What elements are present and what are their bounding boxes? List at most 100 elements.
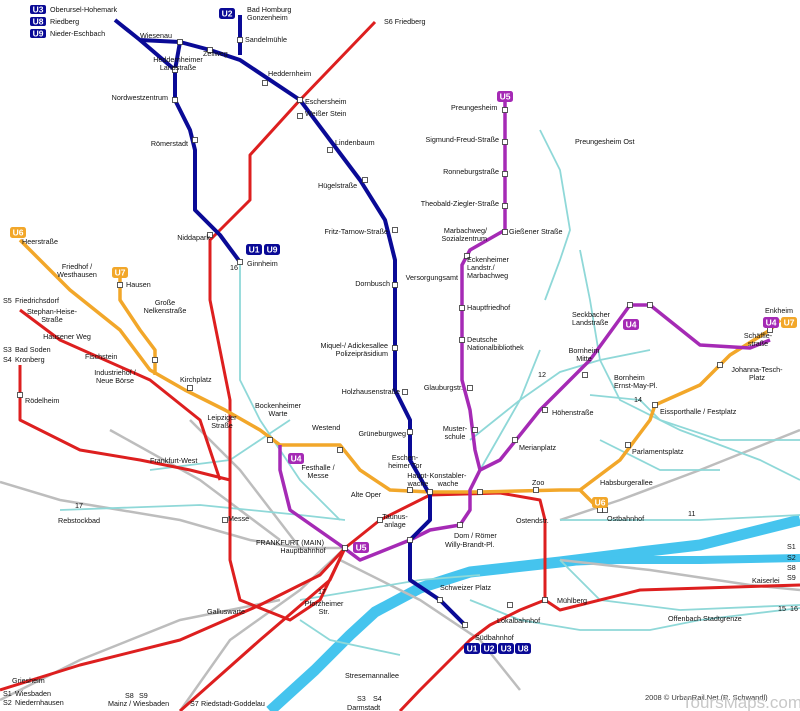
station-label: Hügelstraße — [318, 181, 357, 190]
station-label: Ostendstr. — [516, 516, 549, 525]
svg-text:U1: U1 — [467, 644, 478, 654]
station-marker — [464, 253, 470, 259]
station-label: Hausen — [126, 280, 151, 289]
station-label: Dom / Römer — [454, 531, 497, 540]
station-marker — [512, 437, 518, 443]
station-label: Stresemannallee — [345, 671, 399, 680]
station-label: Mitte — [576, 354, 592, 363]
station-label: Rebstockbad — [58, 516, 100, 525]
station-marker — [467, 385, 473, 391]
svg-text:U4: U4 — [291, 454, 302, 464]
station-label: Ernst-May-Pl. — [614, 381, 658, 390]
station-label: Ostbahnhof — [607, 514, 644, 523]
station-marker — [392, 282, 398, 288]
station-label: Stephan-Heise- — [27, 307, 78, 316]
station-marker — [392, 345, 398, 351]
station-label: S2 — [787, 553, 796, 562]
station-label: S2 — [3, 698, 12, 707]
station-label: S9 — [787, 573, 796, 582]
station-label: Polizeipräsidium — [336, 349, 388, 358]
svg-text:U4: U4 — [766, 318, 777, 328]
station-marker — [192, 137, 198, 143]
station-label: Ronneburgstraße — [443, 167, 499, 176]
station-label: Seckbacher — [572, 310, 611, 319]
station-label: Straße — [41, 315, 63, 324]
station-label: Nationalbibliothek — [467, 343, 524, 352]
station-marker — [647, 302, 653, 308]
station-label: Lokalbahnhof — [497, 616, 540, 625]
station-label: S4 — [3, 355, 12, 364]
station-marker — [477, 489, 483, 495]
line-badge-u4: U4 — [623, 319, 639, 330]
line-badge-u7: U7 — [781, 317, 797, 328]
station-label: Bockenheimer — [255, 401, 302, 410]
station-marker — [462, 622, 468, 628]
station-label: Schäffle- — [744, 331, 773, 340]
station-label: Taunus- — [382, 512, 408, 521]
station-marker — [459, 305, 465, 311]
station-label: S9 — [139, 691, 148, 700]
station-label: Landstraße — [160, 63, 196, 72]
station-label: Bornheim — [614, 373, 645, 382]
station-label: Kronberg — [15, 355, 45, 364]
station-label: Riedstadt-Goddelau — [201, 699, 265, 708]
station-label: straße — [748, 339, 768, 348]
station-marker — [407, 487, 413, 493]
line-badge-u6: U6 — [10, 227, 26, 238]
line-badge-u4: U4 — [763, 317, 779, 328]
station-label: Versorgungsamt — [406, 273, 458, 282]
station-marker — [457, 522, 463, 528]
station-label: S4 — [373, 694, 382, 703]
station-label: Wiesenau — [140, 31, 172, 40]
svg-text:U8: U8 — [518, 644, 529, 654]
station-marker — [297, 97, 303, 103]
station-marker — [172, 97, 178, 103]
station-marker — [427, 489, 433, 495]
station-label: Alte Oper — [351, 490, 382, 499]
station-label: Enkheim — [765, 306, 793, 315]
station-marker — [207, 47, 213, 53]
station-marker — [172, 67, 178, 73]
station-label: Mühlberg — [557, 596, 587, 605]
station-marker — [502, 203, 508, 209]
station-label: S8 — [125, 691, 134, 700]
station-label: Willy-Brandt-Pl. — [445, 540, 495, 549]
station-markers — [17, 37, 773, 628]
station-label: S1 — [3, 689, 12, 698]
station-label: Frankfurt-West — [150, 456, 197, 465]
station-label: Habsburgerallee — [600, 478, 653, 487]
legend-badge-u9 — [30, 29, 46, 38]
line-badge-u2: U2 — [481, 643, 497, 654]
station-label: Johanna-Tesch- — [731, 365, 783, 374]
station-label: Bad Soden — [15, 345, 51, 354]
station-marker — [342, 545, 348, 551]
station-label: Merianplatz — [519, 443, 557, 452]
svg-text:U2: U2 — [484, 644, 495, 654]
station-marker — [262, 80, 268, 86]
station-label: Fischstein — [85, 352, 117, 361]
line-badge-u3: U3 — [498, 643, 514, 654]
station-label: Eissporthalle / Festplatz — [660, 407, 737, 416]
station-label: Straße — [211, 421, 233, 430]
station-marker — [407, 537, 413, 543]
station-label: heimer Tor — [388, 461, 422, 470]
station-label: 14 — [634, 395, 642, 404]
station-marker — [502, 107, 508, 113]
svg-text:U1: U1 — [249, 245, 260, 255]
station-label: Eckenheimer — [467, 255, 510, 264]
station-label: wache — [437, 479, 459, 488]
station-label: Kaiserlei — [752, 576, 780, 585]
station-label: Zoo — [532, 478, 544, 487]
station-label: Bornheim — [569, 346, 600, 355]
svg-text:U5: U5 — [356, 543, 367, 553]
station-label: Landstr./ — [467, 263, 495, 272]
station-label: Warte — [269, 409, 288, 418]
station-label: Offenbach Stadtgrenze — [668, 614, 742, 623]
station-label: Griesheim — [12, 676, 45, 685]
station-label: Sigmund-Freud-Straße — [426, 135, 500, 144]
line-badge-u1: U1 — [464, 643, 480, 654]
station-label: 17 — [75, 501, 83, 510]
station-marker — [502, 229, 508, 235]
station-label: Hausener Weg — [43, 332, 91, 341]
